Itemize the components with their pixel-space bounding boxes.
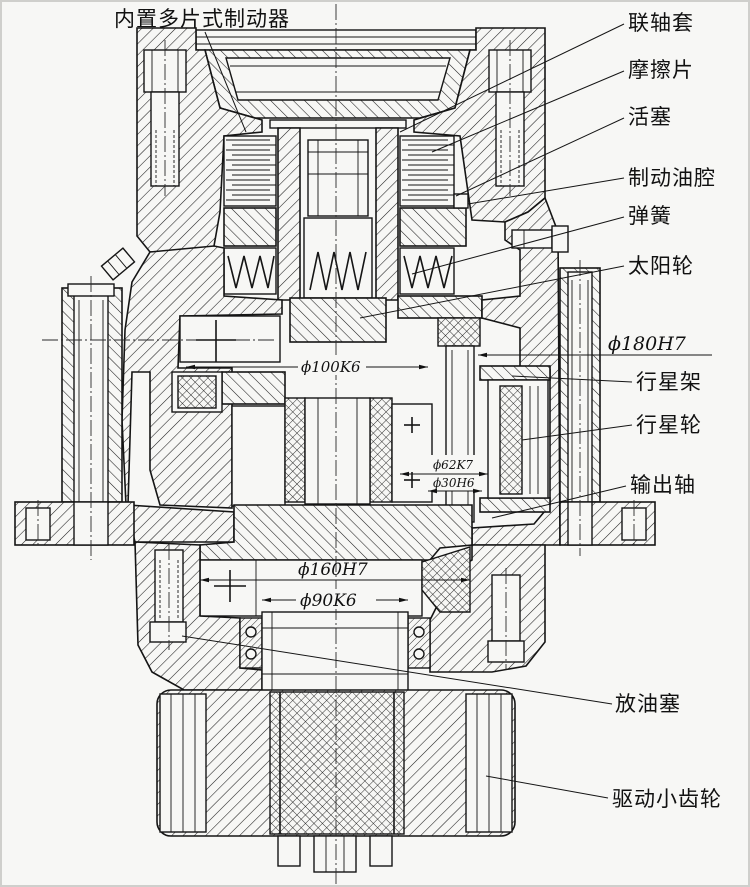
planet-gear-teeth	[499, 385, 523, 495]
oil-fitting	[511, 225, 569, 253]
carrier-cavity-left	[231, 405, 286, 507]
dim-text-d160: ϕ160H7	[298, 560, 368, 580]
planet-pin-nut	[437, 317, 481, 347]
label-sun-gear: 太阳轮	[628, 254, 694, 278]
label-brake: 内置多片式制动器	[114, 7, 290, 31]
dim-text-d100: ϕ100K6	[301, 358, 361, 376]
grease-nipple	[100, 247, 136, 281]
friction-plate-stack-left	[223, 135, 277, 207]
drive-pinion-teeth-right-lines	[476, 694, 502, 832]
friction-plate-lines-right	[402, 139, 454, 201]
dim-gap-d100	[298, 355, 366, 375]
sun-gear-teeth-right	[369, 397, 393, 503]
spring-right	[403, 255, 453, 289]
carrier-plate-left	[221, 371, 286, 405]
friction-plate-lines-left	[226, 139, 276, 201]
brake-cover-bowl-inner	[225, 57, 451, 101]
shaft-seal-right	[407, 617, 431, 669]
sun-gear-head	[289, 297, 387, 343]
input-shaft	[307, 139, 369, 217]
planet-axis-marks	[404, 417, 420, 488]
piston-left	[223, 207, 277, 247]
drain-plug	[149, 549, 187, 643]
brake-cover-bowl-rim	[230, 65, 446, 93]
planet-gear-needles	[529, 386, 539, 494]
sun-gear-shaft-lines	[317, 398, 358, 504]
coupling-sleeve-cap	[269, 119, 407, 129]
label-planet-carrier: 行星架	[636, 370, 702, 394]
center-spring-box	[303, 217, 373, 299]
leader-lines	[181, 23, 712, 799]
friction-plate-stack-right	[399, 135, 455, 207]
label-drive-pinion: 驱动小齿轮	[612, 787, 722, 811]
shaft-seal-left	[239, 617, 263, 669]
planet-pin-right	[445, 345, 475, 523]
output-axis-mark	[214, 570, 246, 602]
label-brake-oil-chamber: 制动油腔	[628, 166, 716, 190]
needle-bearing-left-rollers	[177, 375, 217, 409]
input-shaft-spline	[308, 140, 368, 216]
label-drain-plug: 放油塞	[615, 692, 681, 716]
housing-rib-right	[397, 295, 483, 319]
retaining-bolts	[277, 835, 393, 873]
lower-output-shaft-lines	[262, 612, 408, 692]
center-spring	[309, 251, 367, 291]
left-planet-axis-mark	[196, 320, 236, 362]
center-lines	[37, 4, 635, 884]
piston-right	[399, 207, 467, 247]
label-friction-plate: 摩擦片	[628, 58, 694, 82]
planet-pin-cavity-left	[179, 315, 281, 363]
sun-gear-teeth-left	[284, 397, 306, 503]
dim-text-d180: ϕ180H7	[608, 333, 687, 355]
label-coupling-sleeve: 联轴套	[628, 11, 694, 35]
dim-text-d62: ϕ62K7	[433, 458, 473, 472]
sun-gear-shaft	[304, 397, 371, 505]
drive-pinion-teeth-left-lines	[170, 694, 196, 832]
dim-gap-d90	[296, 589, 376, 609]
label-output-shaft: 输出轴	[630, 473, 696, 497]
label-planet-gear: 行星轮	[636, 413, 702, 437]
label-piston: 活塞	[628, 105, 672, 129]
carrier-plate-right-bottom	[479, 497, 551, 513]
tie-rod-right-threads	[571, 280, 589, 540]
dim-text-d90: ϕ90K6	[300, 591, 357, 611]
dim-text-d30: ϕ30H6	[433, 476, 475, 490]
carrier-plate-right-top	[479, 365, 551, 381]
drive-pinion-spline-bore	[269, 691, 405, 835]
spring-left	[227, 255, 275, 289]
drive-pinion-bore-lines	[279, 692, 395, 834]
label-spring: 弹簧	[628, 204, 672, 228]
